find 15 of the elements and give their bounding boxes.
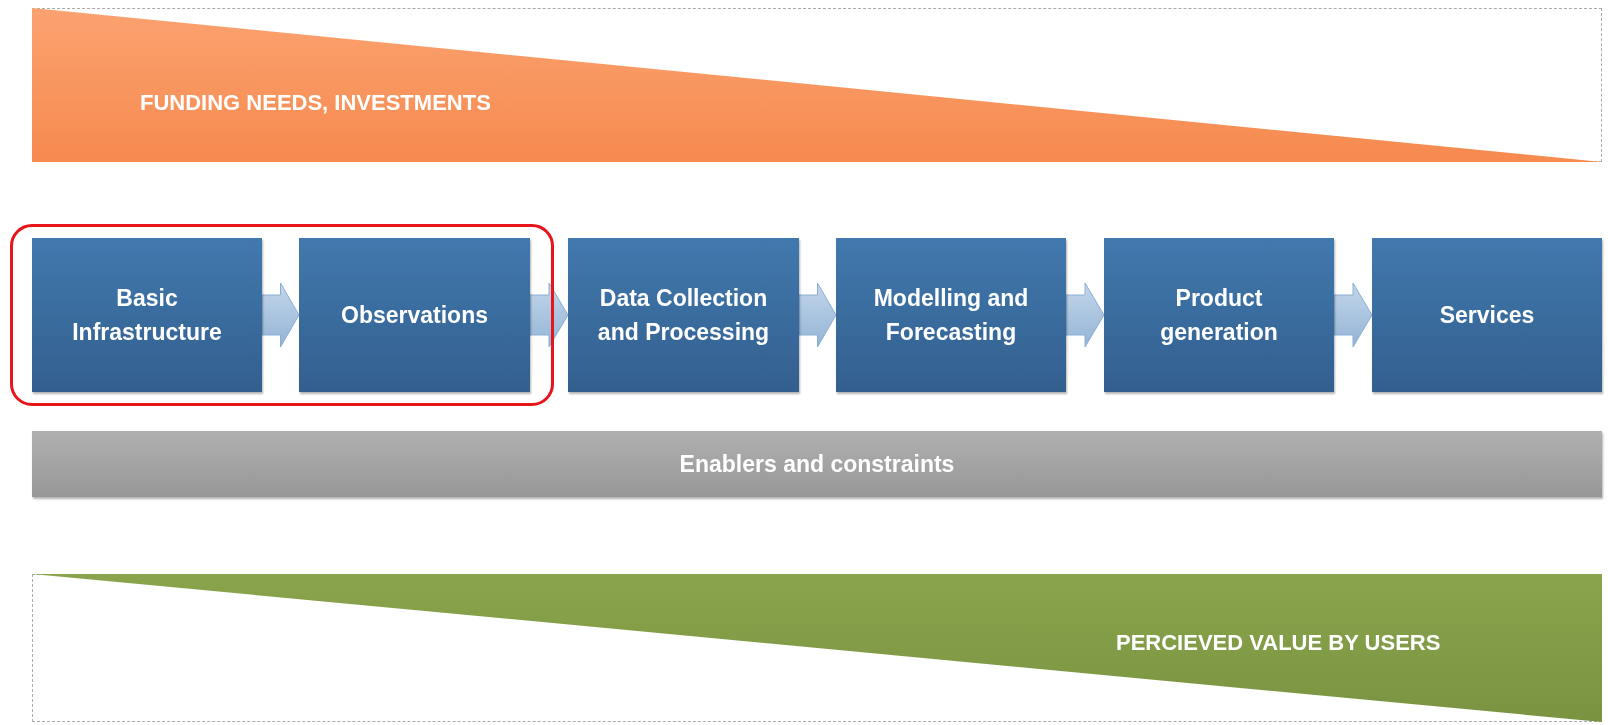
process-box: Modelling and Forecasting <box>836 238 1066 392</box>
group-outline <box>10 224 554 406</box>
process-box: Basic Infrastructure <box>32 238 262 392</box>
process-box: Observations <box>299 238 530 392</box>
process-box: Product generation <box>1104 238 1334 392</box>
process-box: Services <box>1372 238 1602 392</box>
block-arrow <box>1333 282 1373 348</box>
process-box: Data Collection and Processing <box>568 238 799 392</box>
block-arrow <box>529 282 569 348</box>
banner-label: PERCIEVED VALUE BY USERS <box>1116 630 1441 656</box>
constraint-band: Enablers and constraints <box>32 431 1602 497</box>
block-arrow <box>1065 282 1105 348</box>
banner-label: FUNDING NEEDS, INVESTMENTS <box>140 90 491 116</box>
block-arrow <box>261 282 300 348</box>
block-arrow <box>798 282 837 348</box>
